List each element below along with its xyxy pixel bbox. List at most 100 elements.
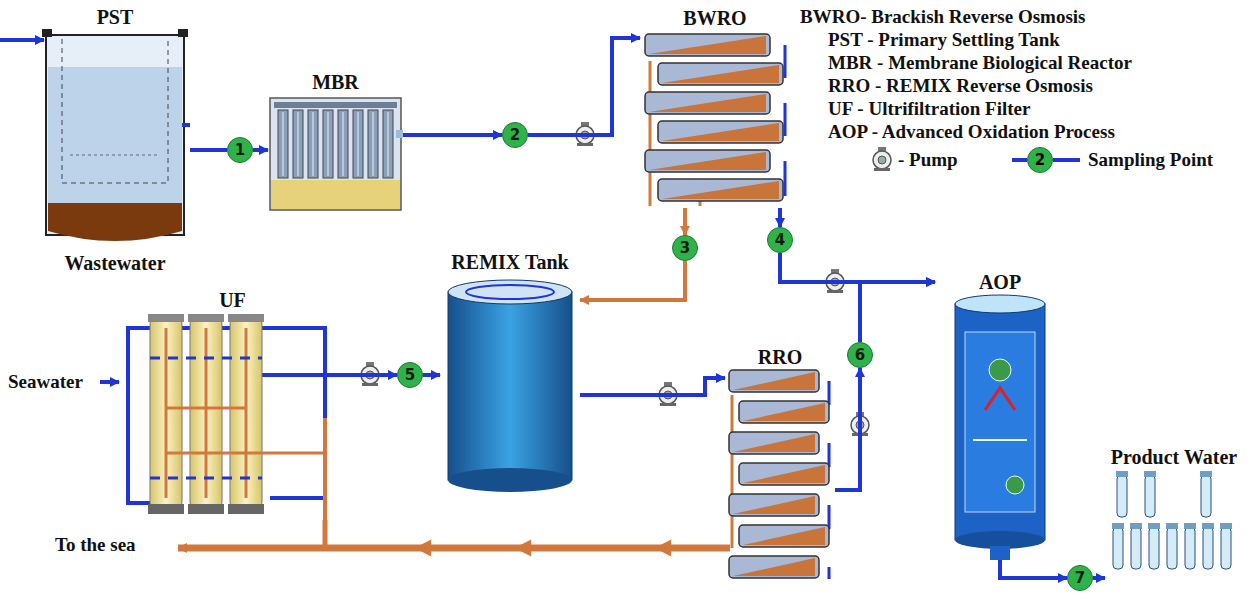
drawing-line bbox=[358, 112, 359, 176]
sampling-number: 1 bbox=[235, 142, 245, 158]
legend-entry: UF - Ultrifiltration Filter bbox=[828, 98, 1030, 120]
legend-entry: - Pump bbox=[898, 149, 958, 171]
drawing-rect bbox=[228, 504, 264, 514]
unit-label: BWRO bbox=[683, 6, 746, 30]
drawing-polygon bbox=[649, 94, 766, 112]
bwro-drawing bbox=[640, 6, 790, 208]
sampling-point: 7 bbox=[1067, 565, 1093, 591]
drawing-line bbox=[1053, 158, 1080, 162]
process-unit: PSTWastewater bbox=[40, 5, 190, 275]
process-unit: UF bbox=[120, 288, 345, 523]
unit-label: MBR bbox=[312, 70, 359, 94]
legend-text: Sampling Point bbox=[1088, 149, 1213, 170]
drawing-rect bbox=[396, 130, 403, 138]
process-unit: RRO bbox=[725, 345, 835, 590]
drawing-line bbox=[1012, 158, 1027, 162]
drawing-ellipse bbox=[448, 468, 572, 492]
drawing-rect bbox=[293, 110, 303, 178]
drawing-rect bbox=[1220, 523, 1232, 529]
drawing-rect bbox=[1166, 523, 1178, 529]
pst-drawing bbox=[40, 5, 190, 275]
drawing-rect bbox=[148, 504, 184, 514]
water-pipe bbox=[580, 378, 725, 395]
drawing-rect bbox=[270, 98, 401, 210]
legend-entry: RRO - REMIX Reverse Osmosis bbox=[828, 75, 1093, 97]
water-pipe bbox=[1093, 576, 1105, 580]
drawing-rect bbox=[645, 150, 770, 172]
drawing-rect bbox=[368, 110, 378, 178]
drawing-rect bbox=[178, 29, 188, 37]
drawing-polygon bbox=[733, 558, 815, 576]
unit-label: AOP bbox=[979, 270, 1021, 294]
drawing-line bbox=[205, 328, 208, 498]
drawing-rect bbox=[48, 67, 182, 207]
drawing-path bbox=[150, 358, 262, 478]
drawing-rect bbox=[278, 110, 288, 178]
sampling-point: 6 bbox=[847, 342, 873, 368]
water-pipe bbox=[528, 38, 640, 135]
drawing-circle bbox=[989, 359, 1011, 381]
drawing-polygon bbox=[649, 152, 766, 170]
legend-entry: BWRO- Brackish Reverse Osmosis bbox=[800, 6, 1086, 28]
unit-label: UF bbox=[219, 288, 246, 312]
drawing-line bbox=[388, 112, 389, 176]
water-pipe bbox=[1000, 560, 1067, 578]
sampling-number: 2 bbox=[510, 127, 520, 143]
drawing-line bbox=[343, 112, 344, 176]
legend-text: BWRO- Brackish Reverse Osmosis bbox=[800, 6, 1086, 27]
legend-entry: PST - Primary Settling Tank bbox=[828, 29, 1060, 51]
drawing-rect bbox=[1148, 523, 1160, 529]
drawing-rect bbox=[42, 29, 52, 37]
water-pipe bbox=[190, 148, 227, 152]
drawing-rect bbox=[658, 179, 783, 201]
legend-entry: Sampling Point bbox=[1088, 149, 1213, 171]
unit-label: REMIX Tank bbox=[451, 250, 568, 274]
drawing-rect bbox=[323, 110, 333, 178]
legend-text: UF - Ultrifiltration Filter bbox=[828, 98, 1030, 119]
water-pipe bbox=[835, 368, 860, 490]
drawing-rect bbox=[1203, 527, 1213, 569]
sampling-number: 4 bbox=[775, 232, 785, 248]
drawing-rect bbox=[353, 110, 363, 178]
drawing-rect bbox=[658, 121, 783, 143]
outlet-label: To the sea bbox=[55, 534, 136, 556]
drawing-line bbox=[973, 439, 1027, 441]
process-unit: AOP bbox=[935, 270, 1065, 560]
water-pipe bbox=[253, 148, 268, 152]
drawing-rect bbox=[1184, 523, 1196, 529]
drawing-rect bbox=[729, 432, 819, 454]
drawing-rect bbox=[1131, 527, 1141, 569]
sampling-point: 4 bbox=[767, 227, 793, 253]
process-unit: BWRO bbox=[640, 6, 790, 208]
drawing-path bbox=[62, 39, 168, 183]
drawing-polygon bbox=[733, 496, 815, 514]
drawing-rect bbox=[1185, 527, 1195, 569]
inlet-label: Seawater bbox=[8, 371, 83, 393]
drawing-ellipse bbox=[466, 285, 554, 299]
sampling-point: 1 bbox=[227, 137, 253, 163]
drawing-rect bbox=[1221, 527, 1231, 569]
drawing-polygon bbox=[733, 372, 815, 390]
unit-label: Product Water bbox=[1111, 445, 1237, 469]
drawing-rect bbox=[1202, 523, 1214, 529]
drawing-line bbox=[313, 112, 314, 176]
water-pipe bbox=[860, 282, 935, 342]
drawing-line bbox=[245, 328, 248, 498]
water-pipe bbox=[345, 373, 397, 377]
drawing-line bbox=[283, 112, 284, 176]
legend-text: - Pump bbox=[898, 149, 958, 170]
legend-entry: AOP - Advanced Oxidation Process bbox=[828, 121, 1115, 143]
drawing-rect bbox=[965, 332, 1035, 512]
process-unit: REMIX Tank bbox=[440, 250, 580, 495]
drawing-rect bbox=[955, 304, 1045, 540]
drawing-rect bbox=[1167, 527, 1177, 569]
drawing-rect bbox=[274, 102, 397, 108]
drawing-use bbox=[514, 540, 531, 557]
drawing-polygon bbox=[662, 181, 779, 199]
drawing-rect bbox=[383, 110, 393, 178]
drawing-rect bbox=[228, 314, 264, 322]
drawing-rect bbox=[1200, 471, 1212, 477]
drawing-path bbox=[323, 418, 327, 523]
sampling-point: 2 bbox=[502, 122, 528, 148]
drawing-rect bbox=[1145, 475, 1155, 517]
